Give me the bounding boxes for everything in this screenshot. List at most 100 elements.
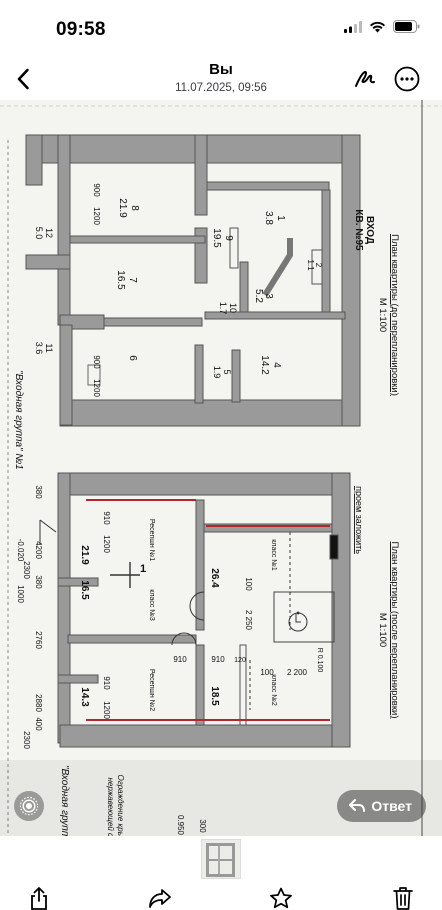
entry-label: ВХОД [364,216,375,244]
room-2-number: 2 [314,263,323,268]
delete-button[interactable] [390,886,416,910]
dim-400: 400 [34,717,43,731]
room-11-area: 3.6 [34,342,44,355]
radius-note: R 0.100 [316,648,323,673]
dim-120: 120 [234,657,246,664]
photo-floor-plan[interactable]: 8 21.9 7 16.5 6 9 19.5 1 3.8 3 5.2 2 1.1… [0,100,442,836]
footnote-railing-2: нержавеющей стал [106,777,115,836]
dim-100-a: 100 [260,668,274,677]
bottom-toolbar [0,880,442,910]
plan-after-labels: Ресепшн №1 21.9 класс №3 16.5 Ресепшн №2… [16,485,400,836]
reply-label: Ответ [371,798,412,814]
room-4-number: 4 [271,362,282,368]
footnote-railing-1: Ограждение крыльца [116,775,125,836]
room-reception-1-area: 21.9 [79,545,90,565]
opening-note: проем заложить [354,486,364,554]
plan-after-scale: М 1:100 [377,613,388,647]
signal-icon [344,20,362,38]
room-class-3-area: 16.5 [79,580,90,600]
room-class-1-area: 26.4 [209,568,220,588]
room-2-area: 1.1 [306,259,315,271]
reply-arrow-icon [349,799,366,812]
forward-arrow-icon [149,889,171,908]
dim-2880: 2880 [34,694,43,712]
trash-icon [393,887,413,910]
chevron-left-icon [17,68,29,90]
status-bar: 09:58 [0,0,442,58]
share-icon [31,887,47,910]
dim-910-d: 910 [211,655,225,664]
forward-button[interactable] [147,886,173,910]
dim-2300-b: 2300 [22,731,31,749]
room-9-number: 9 [223,235,234,241]
live-photo-button[interactable] [14,791,44,821]
dim-4200: 4200 [34,541,43,559]
dim-2300-a: 2300 [22,561,31,579]
battery-icon [393,20,420,38]
room-7-number: 7 [127,277,138,283]
reply-button[interactable]: Ответ [337,790,426,822]
room-10-number: 10 [228,303,238,313]
thumbnail-selected[interactable] [201,839,241,879]
room-3-number: 3 [263,293,274,299]
room-8-number: 8 [129,205,140,211]
level-mark: -0.020 [16,539,25,562]
apartment-label: КВ. №95 [353,209,364,251]
back-button[interactable] [8,62,38,96]
room-8-area: 21.9 [117,198,128,218]
room-3-area: 5.2 [253,289,264,303]
room-6-number: 6 [127,355,138,361]
room-reception-1-label: Ресепшн №1 [148,519,155,561]
room-class-3-label: класс №3 [148,589,155,621]
plan-after [57,472,351,748]
plan-before-title: План квартиры (до перепланировки) [389,234,400,396]
status-icons [344,20,420,38]
entry-group-1: "Входная группа" №1 [13,370,24,470]
room-10-area: 1.7 [218,302,228,315]
dim-910-a: 910 [102,511,111,525]
more-button[interactable] [392,64,422,94]
dim-910-b: 910 [102,676,111,690]
dim-1000: 1000 [16,585,25,603]
level-mark-2: 0.950 [176,815,185,836]
room-12-number: 12 [44,228,54,238]
photo-viewer-header: Вы 11.07.2025, 09:56 [0,58,442,100]
plan-before-labels: 8 21.9 7 16.5 6 9 19.5 1 3.8 3 5.2 2 1.1… [13,183,400,469]
entry-group-2: "Входная группа" № [59,765,70,836]
room-7-area: 16.5 [115,270,126,290]
dim-1200-a: 1200 [102,535,111,553]
room-reception-2-area: 14.3 [79,687,90,707]
dim-380-b: 380 [34,575,43,589]
draw-button[interactable] [350,64,380,94]
star-icon [270,887,292,909]
dim-900-top: 900 [92,183,101,197]
dim-100-b: 100 [244,577,253,591]
room-12-area: 5.0 [34,227,44,240]
dim-1200-b: 1200 [102,701,111,719]
dim-2200: 2 200 [287,668,308,677]
plan-after-title: План квартиры (после перепланировки) [389,542,400,719]
room-1-number: 1 [275,215,286,221]
dim-380-a: 380 [34,485,43,499]
room-class-2-label: класс №2 [270,674,277,706]
live-photo-icon [19,796,39,816]
dim-1200-top: 1200 [92,207,101,225]
room-5-area: 1.9 [212,366,222,379]
room-class-2-area: 18.5 [209,686,220,706]
message-datetime: 11.07.2025, 09:56 [175,82,267,94]
dim-900-mid: 900 [92,355,101,369]
room-5-number: 5 [222,369,232,374]
dim-910-c: 910 [173,655,187,664]
dim-1200-mid: 1200 [92,379,101,397]
section-mark: 1 [140,563,146,575]
plan-before-scale: М 1:100 [377,298,388,332]
favorite-button[interactable] [268,886,294,910]
room-class-1-label: класс №1 [270,539,277,571]
share-button[interactable] [26,886,52,910]
dim-2250: 2 250 [244,610,253,631]
dim-300: 300 [198,819,207,833]
more-icon [394,66,420,92]
pen-scribble-icon [355,71,375,87]
thumbnail-plan-image [202,840,240,878]
room-1-area: 3.8 [263,211,274,225]
